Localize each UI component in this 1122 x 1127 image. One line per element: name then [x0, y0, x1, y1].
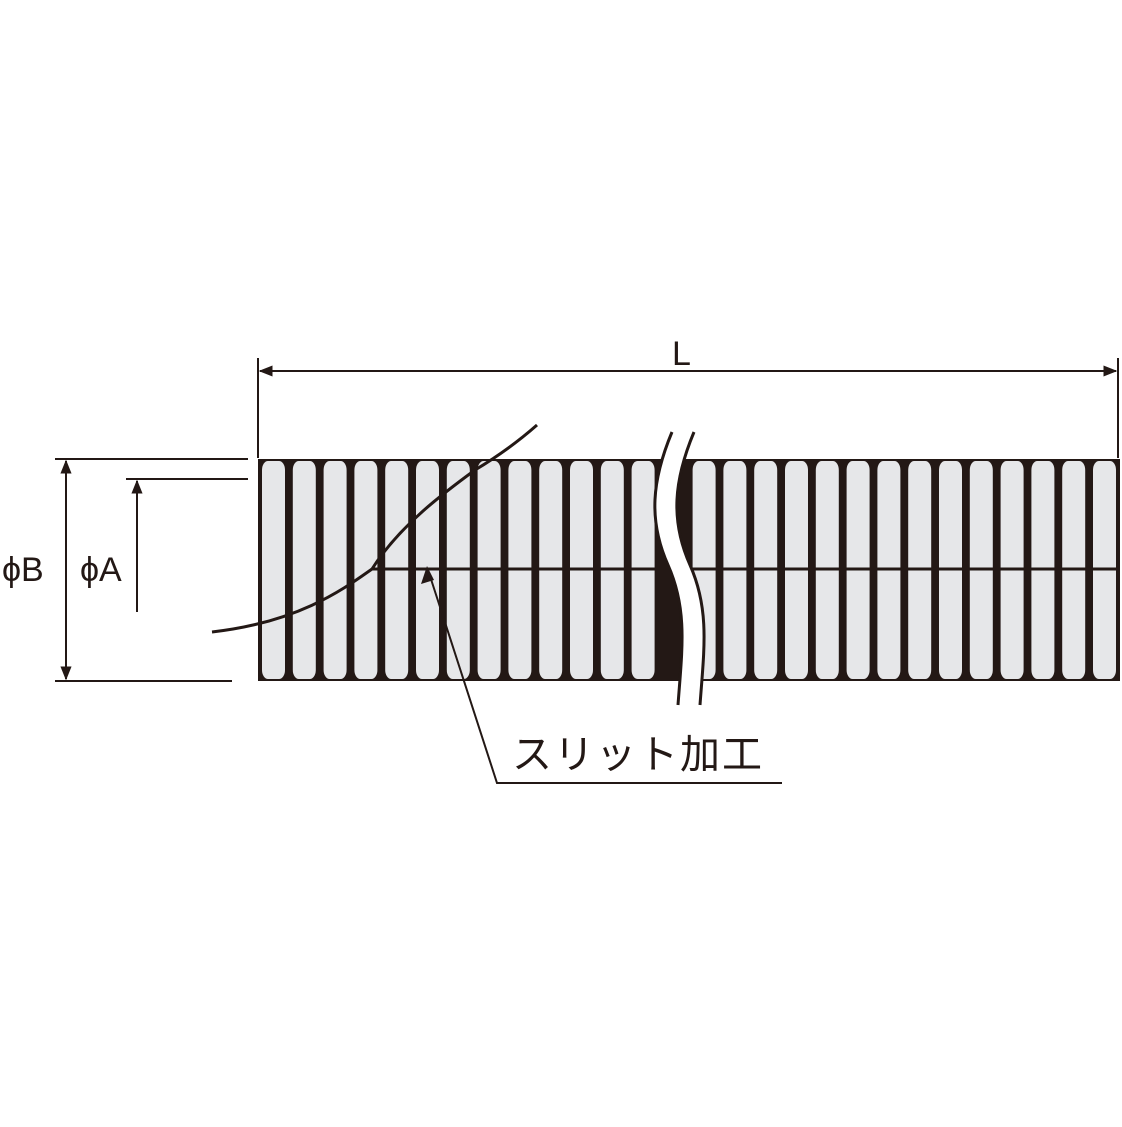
slit-callout-leader — [428, 572, 782, 784]
break-symbol-left-wave — [653, 431, 684, 706]
tube-rib-2 — [323, 461, 347, 679]
tube-rib-0 — [262, 461, 285, 679]
break-symbol-gap — [654, 432, 705, 705]
dimension-label-phi-B: ϕB — [2, 551, 44, 589]
dimension-label-phi-A: ϕA — [80, 551, 122, 589]
slit-callout-label: スリット加工 — [512, 733, 764, 777]
dimension-label-L: L — [672, 335, 691, 373]
break-symbol-right-wave — [675, 431, 706, 706]
tube-rib-1 — [292, 461, 316, 679]
slit-opening-curve — [211, 423, 538, 634]
tube-rib-3 — [354, 461, 378, 679]
slit-callout-arrowhead — [421, 566, 434, 584]
tube-corrugations — [262, 461, 1116, 679]
